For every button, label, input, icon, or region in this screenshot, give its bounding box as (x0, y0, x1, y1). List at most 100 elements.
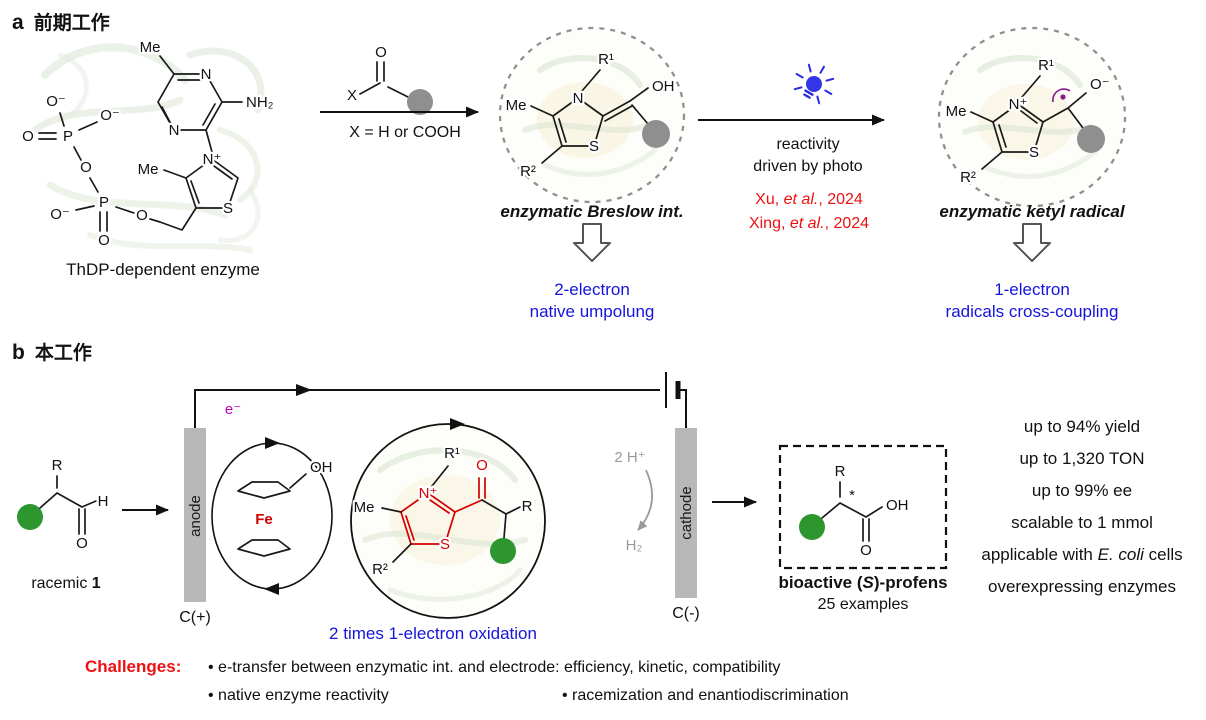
atom-label-fe: Fe (255, 511, 273, 528)
atom-label-p: P (99, 194, 109, 211)
challenge-item: • native enzyme reactivity (208, 687, 389, 704)
ribbon-stroke (537, 55, 643, 88)
atom-label-o: O (375, 44, 387, 61)
thiazolium-double-bonds-red (405, 499, 450, 541)
wire-battery-to-cathode (678, 389, 687, 428)
anode-label: anode (187, 495, 204, 537)
mediator-cycle: Fe OH (211, 437, 335, 595)
breslow-caption: enzymatic Breslow int. (500, 202, 684, 221)
atom-label-o: O (80, 159, 92, 176)
thiazolium-bonds (185, 158, 239, 209)
lightbulb-rays (793, 63, 835, 105)
cp-ring-bottom (237, 539, 291, 557)
substrate-structure: R H O (17, 455, 111, 554)
thiazolium-double-bonds (998, 110, 1038, 148)
substituent-bonds (381, 465, 521, 563)
atom-label-n-plus: N⁺ (203, 151, 222, 168)
lightbulb-globe (806, 76, 822, 92)
atom-label-r2: R² (372, 561, 388, 578)
ribbon-stroke (977, 55, 1083, 88)
ribbon-stroke (57, 52, 89, 123)
atom-label-o: O (98, 232, 110, 249)
outcome-line: 2-electron (554, 280, 630, 299)
product-dashed-box (778, 444, 948, 570)
proton-reduction-arrow (637, 469, 653, 531)
atom-label-o: O (860, 542, 872, 559)
ketyl-caption: enzymatic ketyl radical (939, 202, 1125, 221)
atom-label-n: N (201, 66, 212, 83)
reference-text: Xing, (748, 215, 790, 232)
atom-label-o-minus: O⁻ (46, 93, 66, 110)
block-arrow-down-icon (573, 223, 611, 262)
atom-label-nh2: NH₂ (246, 94, 274, 111)
breslow-intermediate: R¹ Me R² N S OH (498, 26, 686, 204)
product-caption-text: )-profens (873, 573, 948, 592)
thdp-structure: Me N NH₂ N N⁺ S Me O P O O⁻ O P O O⁻ O⁻ (20, 37, 276, 252)
atom-label-o-minus: O⁻ (1090, 76, 1110, 93)
outcome-line: native umpolung (529, 302, 655, 321)
ketyl-gray-sphere (1077, 125, 1105, 153)
atom-label-o-minus: O⁻ (100, 107, 120, 124)
pocket-highlight (978, 84, 1074, 160)
ketyl-dashed-circle (937, 26, 1127, 208)
ribbon-stroke (377, 447, 518, 483)
challenges-label: Challenges: (85, 657, 182, 676)
ribbon-stroke (87, 232, 253, 253)
current-arrowhead (296, 384, 312, 396)
atom-label-x: X (347, 87, 357, 104)
atom-label-me: Me (506, 97, 527, 114)
ribbon-stroke (542, 147, 658, 177)
ribbon-stroke (217, 187, 261, 244)
acyl-gray-sphere (407, 89, 433, 115)
enzyme-cycle: R¹ Me R² N⁺ S O R (350, 418, 546, 619)
atom-label-n-plus: N⁺ (419, 485, 438, 502)
atom-label-r: R (522, 498, 533, 515)
atom-label-r1: R¹ (444, 445, 460, 462)
panel-a-header: a 前期工作 (12, 8, 110, 35)
atom-label-n: N (573, 90, 584, 107)
atom-label-o: O (476, 457, 488, 474)
protein-ribbons-thdp (31, 43, 265, 253)
hydroxymethyl-bond (289, 473, 307, 489)
breslow-gray-sphere (642, 120, 670, 148)
product-caption-text: bioactive ( (778, 573, 863, 592)
acyl-donor-structure: X O (345, 42, 433, 115)
product-green-sphere (799, 514, 825, 540)
reference-1: Xu, et al., 2024 (723, 188, 895, 212)
radical-orbital-arc (1052, 88, 1071, 103)
block-arrow-down-icon (1013, 223, 1051, 262)
atom-label-o: O (22, 128, 34, 145)
cycle-arrowhead (264, 583, 279, 595)
atom-label-oh: OH (310, 459, 333, 476)
methyl-bond (163, 169, 187, 179)
radical-dot (1060, 94, 1066, 100)
reference-2: Xing, et al., 2024 (723, 212, 895, 236)
thiazolium-double-bonds (190, 165, 233, 204)
cathode-bar (675, 428, 697, 598)
applicability-line2: overexpressing enzymes (987, 577, 1177, 596)
product-caption-text: S (862, 573, 874, 592)
oxidation-caption: 2 times 1-electron oxidation (329, 624, 537, 643)
ketyl-outcome: 1-electron radicals cross-coupling (925, 279, 1139, 323)
acyl-bonds (359, 61, 409, 98)
acyl-bonds-red (454, 477, 486, 513)
photo-line: driven by photo (753, 158, 863, 175)
wire-anode-to-battery (194, 389, 660, 428)
thdp-caption: ThDP-dependent enzyme (66, 260, 260, 279)
ribbon-stroke (962, 124, 1093, 135)
outcome-line: 1-electron (994, 280, 1070, 299)
atom-label-oh: OH (652, 78, 675, 95)
substrate-number: 1 (91, 575, 101, 592)
cycle-arrowhead (265, 437, 280, 449)
cathode-label: cathode (678, 486, 695, 539)
ribbon-stroke (522, 122, 653, 133)
panel-b-title: 本工作 (34, 343, 92, 364)
cycle-arrowhead (450, 418, 465, 430)
atom-label-s: S (223, 200, 233, 217)
atom-label-me: Me (354, 499, 375, 516)
highlight-stat: up to 94% yield (1023, 417, 1141, 436)
anode-bar (184, 428, 206, 602)
breslow-outcome: 2-electron native umpolung (502, 279, 682, 323)
ribbon-stroke (31, 96, 184, 134)
